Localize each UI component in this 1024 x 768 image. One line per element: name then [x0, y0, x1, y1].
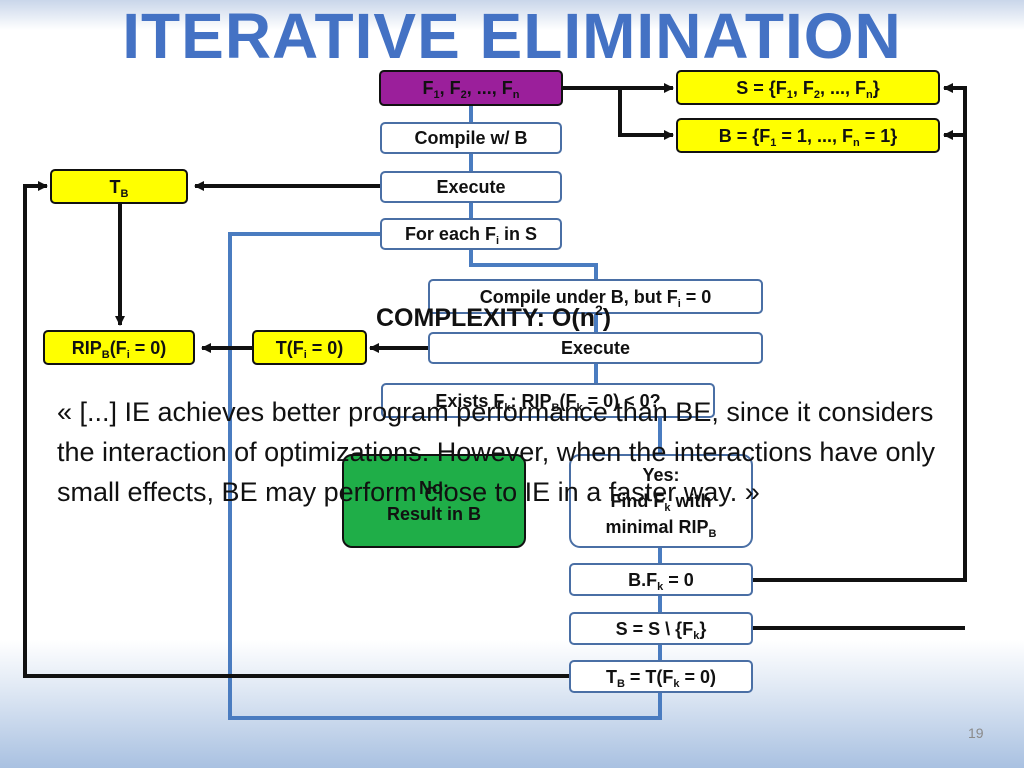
- page-number: 19: [968, 725, 984, 741]
- complexity-sup: 2: [594, 302, 603, 318]
- compile-with-b-box: Compile w/ B: [380, 122, 562, 154]
- set-bfk-post: = 0: [663, 569, 694, 590]
- set-s-mid2: , ..., F: [820, 77, 867, 98]
- flags-list-sub3: n: [512, 89, 520, 101]
- t-fi-post: = 0): [306, 337, 344, 358]
- exists-fk-box: Exists Fk: RIPB(Fk = 0) < 0?: [381, 383, 715, 418]
- yes-branch-line3: minimal RIP: [605, 517, 709, 537]
- exists-fk-sub3: k: [576, 401, 583, 414]
- yes-branch-line1: Yes:: [642, 465, 680, 485]
- set-b-post: = 1}: [859, 125, 898, 146]
- t-b-sub: B: [120, 187, 129, 200]
- exists-fk-mid: : RIP: [510, 390, 552, 411]
- black-flow-lines: [23, 83, 967, 678]
- flags-list-mid2: , ..., F: [466, 78, 513, 98]
- no-branch-line2: Result in B: [386, 504, 481, 524]
- complexity-label: COMPLEXITY: O(n2): [376, 302, 612, 333]
- yes-branch-line2: Find F: [610, 491, 665, 511]
- no-result-box: No: Result in B: [342, 454, 526, 548]
- set-s-box: S = {F1, F2, ..., Fn}: [676, 70, 940, 105]
- update-tb-text: T: [605, 666, 617, 687]
- update-tb-sub1: B: [616, 677, 625, 690]
- set-bfk-box: B.Fk = 0: [569, 563, 753, 596]
- set-bfk-sub: k: [657, 580, 664, 593]
- t-b-text: T: [109, 176, 121, 197]
- flags-list-sub2: 2: [460, 89, 467, 101]
- execute-box-2: Execute: [428, 332, 763, 364]
- for-each-box: For each Fi in S: [380, 218, 562, 250]
- update-tb-mid: = T(F: [624, 666, 674, 687]
- rip-b-fi-sub1: B: [101, 348, 110, 361]
- quote-text: « [...] IE achieves better program perfo…: [57, 397, 935, 507]
- remove-fk-box: S = S \ {Fk}: [569, 612, 753, 645]
- remove-fk-text: S = S \ {F: [615, 618, 694, 639]
- set-s-sub3: n: [866, 88, 873, 101]
- set-s-post: }: [872, 77, 880, 98]
- rip-b-fi-post: = 0): [129, 337, 167, 358]
- complexity-post: ): [602, 304, 612, 332]
- rip-b-fi-mid: (F: [109, 337, 127, 358]
- exists-fk-mid2: (F: [559, 390, 577, 411]
- flags-list-mid1: , F: [439, 78, 461, 98]
- set-s-sub1: 1: [786, 88, 793, 101]
- compile-under-b-text: Compile under B, but F: [479, 286, 678, 307]
- t-fi-text: T(F: [275, 337, 304, 358]
- set-s-mid1: , F: [792, 77, 814, 98]
- rip-b-fi-sub2: i: [126, 348, 130, 361]
- exists-fk-text: Exists F: [435, 390, 505, 411]
- set-b-mid1: = 1, ..., F: [776, 125, 853, 146]
- complexity-text: COMPLEXITY: O(n: [376, 304, 595, 332]
- blue-flow-lines: [228, 104, 662, 720]
- yes-branch-line3-sub: B: [708, 528, 717, 540]
- set-s-text: S = {F: [736, 77, 787, 98]
- t-fi-sub: i: [303, 348, 307, 361]
- remove-fk-post: }: [699, 618, 707, 639]
- t-b-box: TB: [50, 169, 188, 204]
- no-branch-line1: No:: [419, 478, 449, 498]
- compile-under-b-sub: i: [677, 297, 681, 310]
- for-each-sub: i: [495, 235, 500, 247]
- rip-b-fi-text: RIP: [71, 337, 102, 358]
- yes-branch-line2-post: with: [670, 491, 712, 511]
- t-fi-box: T(Fi = 0): [252, 330, 367, 365]
- yes-branch-box: Yes: Find Fk with minimal RIPB: [569, 454, 753, 548]
- exists-fk-post: = 0) < 0?: [582, 390, 661, 411]
- set-b-sub2: n: [852, 136, 860, 149]
- update-tb-box: TB = T(Fk = 0): [569, 660, 753, 693]
- update-tb-sub2: k: [673, 677, 680, 690]
- set-s-sub2: 2: [813, 88, 820, 101]
- exists-fk-sub1: k: [504, 401, 511, 414]
- yes-branch-line2-sub: k: [664, 502, 671, 514]
- for-each-post: in S: [499, 224, 538, 244]
- set-b-sub1: 1: [770, 136, 777, 149]
- flags-list-sub1: 1: [433, 89, 440, 101]
- slide-title: ITERATIVE ELIMINATION: [122, 0, 902, 72]
- remove-fk-sub: k: [693, 629, 700, 642]
- flags-list-box: F1, F2, ..., Fn: [379, 70, 563, 106]
- set-b-text: B = {F: [718, 125, 771, 146]
- compile-under-b-box: Compile under B, but Fi = 0: [428, 279, 763, 314]
- compile-under-b-post: = 0: [680, 286, 712, 307]
- set-bfk-text: B.F: [628, 569, 658, 590]
- update-tb-post: = 0): [679, 666, 717, 687]
- for-each-text: For each F: [404, 224, 496, 244]
- set-b-box: B = {F1 = 1, ..., Fn = 1}: [676, 118, 940, 153]
- exists-fk-sub2: B: [551, 401, 560, 414]
- flags-list-text: F: [422, 78, 434, 98]
- execute-box-1: Execute: [380, 171, 562, 203]
- rip-b-fi-box: RIPB(Fi = 0): [43, 330, 195, 365]
